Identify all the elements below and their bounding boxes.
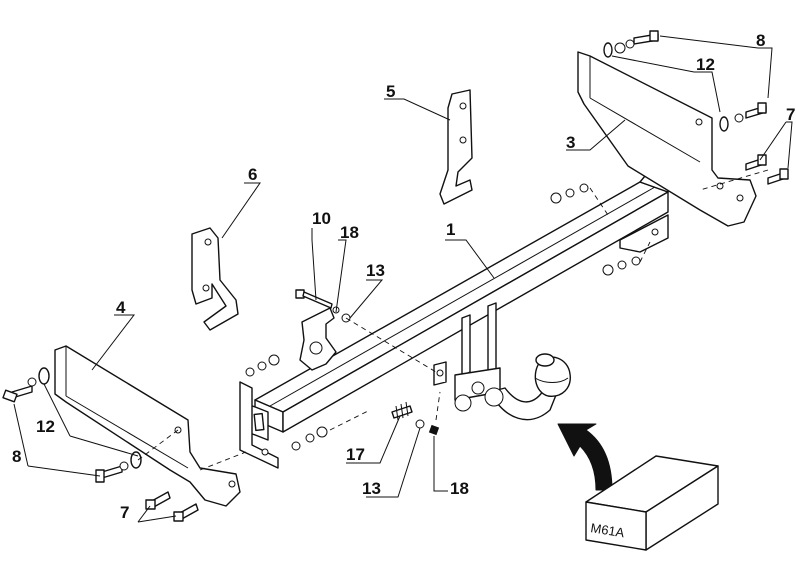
direction-arrow (557, 423, 613, 491)
label-part-6: 6 (248, 165, 257, 184)
crossbar (249, 169, 669, 441)
leader-lines (13, 35, 793, 523)
label-part-7-right: 7 (786, 105, 795, 124)
right-side-bracket (577, 51, 757, 227)
label-part-4: 4 (116, 298, 126, 317)
label-part-18-top: 18 (340, 223, 359, 242)
label-part-13-top: 13 (366, 261, 385, 280)
nuts-right-of-bar (550, 183, 641, 276)
label-part-12-right: 12 (696, 55, 715, 74)
bracket-6 (191, 227, 239, 331)
label-part-12-left: 12 (36, 417, 55, 436)
tow-neck (454, 302, 571, 421)
label-part-5: 5 (386, 82, 395, 101)
box-label: M61A (590, 520, 626, 540)
label-part-10: 10 (312, 209, 331, 228)
label-part-1: 1 (446, 220, 455, 239)
hook-plate-18 (299, 307, 337, 371)
assembly-lines (137, 169, 769, 471)
label-part-13-bottom: 13 (362, 479, 381, 498)
socket-hole (436, 369, 444, 377)
left-side-bracket (54, 345, 241, 507)
label-part-18-bottom: 18 (450, 479, 469, 498)
bolts-right-7 (745, 154, 789, 185)
right-end-bracket (619, 214, 669, 253)
label-part-8-right: 8 (756, 31, 765, 50)
spring-17-and-washer-13 (391, 401, 440, 436)
kit-box: M61A (585, 455, 719, 551)
bolts-left-8-12 (2, 367, 142, 483)
label-part-17: 17 (346, 445, 365, 464)
label-part-3: 3 (566, 133, 575, 152)
label-part-7-left: 7 (120, 503, 129, 522)
bracket-5 (439, 89, 473, 205)
left-end-bracket (239, 381, 279, 469)
bolts-top-right-8 (603, 30, 767, 132)
nuts-left-of-bar (245, 354, 328, 451)
label-part-8-left: 8 (12, 447, 21, 466)
bolts-left-7 (145, 491, 199, 522)
